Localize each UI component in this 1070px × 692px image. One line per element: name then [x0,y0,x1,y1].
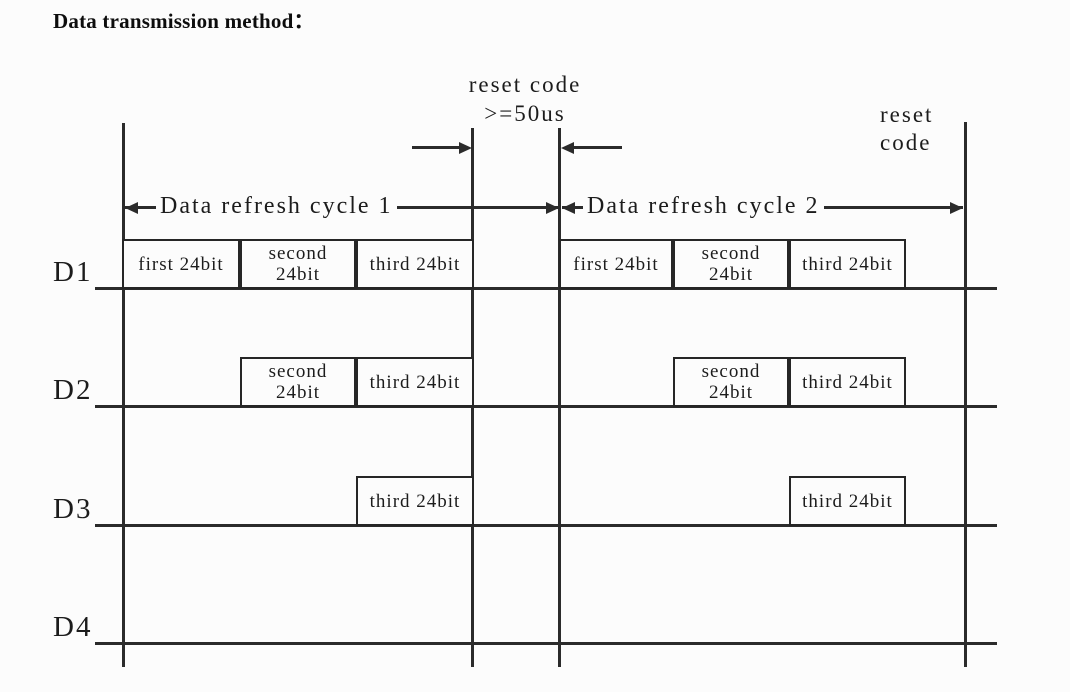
reset-arrow-right-line [572,146,622,149]
signal-box-d1-first-c2: first 24bit [559,239,673,289]
cycle1-arrow-right-head-icon [546,202,559,214]
cycle2-arrow-left-head-icon [562,202,575,214]
cycle2-label: Data refresh cycle 2 [583,193,824,220]
reset-code-right-text1: reset [880,102,934,127]
cycle1-arrow-left-head-icon [125,202,138,214]
channel-label-d1: D1 [53,256,93,288]
channel-label-d3: D3 [53,493,93,525]
page-title: Data transmission method： [53,9,315,33]
reset-arrow-left-head-icon [459,142,472,154]
reset-code-right-label: reset code [880,101,933,157]
reset-arrow-right-head-icon [561,142,574,154]
signal-box-d2-second-c1: second 24bit [240,357,356,407]
signal-box-d3-third-c2: third 24bit [789,476,906,526]
baseline-d2 [95,405,997,408]
channel-label-d2: D2 [53,374,93,406]
reset-code-right-text2: code [880,130,932,155]
reset-code-duration: >=50us [484,101,566,126]
signal-box-d1-third-c2: third 24bit [789,239,906,289]
boundary-line-reset-right [558,128,561,667]
boundary-line-end [964,122,967,667]
signal-box-d1-second-c1: second 24bit [240,239,356,289]
boundary-line-start [122,123,125,667]
baseline-d4 [95,642,997,645]
baseline-d3 [95,524,997,527]
cycle2-arrow-right-head-icon [950,202,963,214]
cycle1-label: Data refresh cycle 1 [156,193,397,220]
signal-box-d2-third-c1: third 24bit [356,357,474,407]
channel-label-d4: D4 [53,611,93,643]
baseline-d1 [95,287,997,290]
reset-code-top-label: reset code >=50us [430,70,620,128]
reset-code-top-text: reset code [468,72,582,97]
signal-box-d1-first-c1: first 24bit [122,239,240,289]
reset-arrow-left-line [412,146,462,149]
signal-box-d2-third-c2: third 24bit [789,357,906,407]
signal-box-d3-third-c1: third 24bit [356,476,474,526]
signal-box-d1-third-c1: third 24bit [356,239,474,289]
signal-box-d2-second-c2: second 24bit [673,357,789,407]
signal-box-d1-second-c2: second 24bit [673,239,789,289]
